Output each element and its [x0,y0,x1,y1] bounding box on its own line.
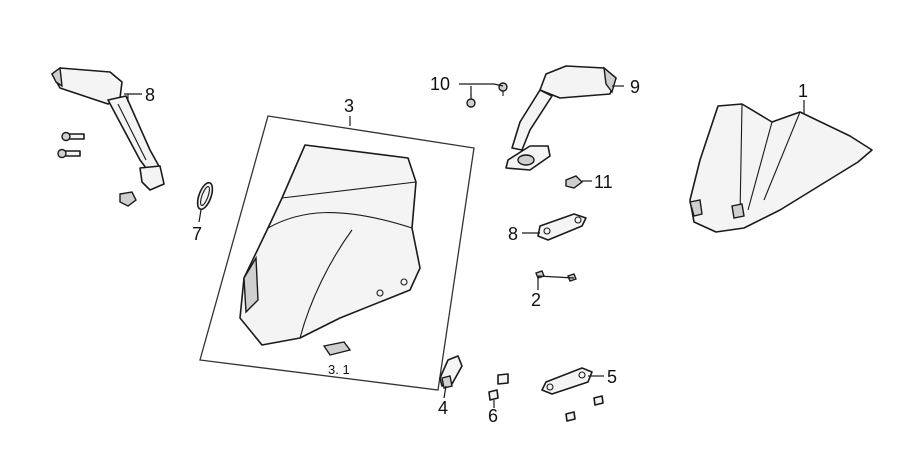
callout-1: 1 [798,81,808,101]
callout-7: 7 [192,224,202,244]
leader-lines [124,83,805,408]
grommets-6 [488,373,509,401]
callout-8-right: 8 [508,224,518,244]
left-mirror-nut [119,191,137,207]
left-mirror [51,66,165,191]
windscreen [239,144,421,346]
right-mirror-screws [466,82,508,108]
front-cowl [689,103,873,233]
callout-3-1: 3. 1 [328,362,350,377]
callout-3: 3 [344,96,354,116]
bracket-4 [439,355,463,389]
left-mirror-bolts [57,131,85,159]
nuts-5 [565,395,604,422]
callout-11: 11 [594,172,613,192]
callout-2: 2 [531,290,541,310]
callout-10: 10 [430,74,450,94]
callout-8-left: 8 [145,85,155,105]
mirror-nut-11 [565,175,584,189]
windscreen-clip [322,341,352,356]
callout-5: 5 [607,367,617,387]
callout-4: 4 [438,398,448,418]
mirror-base-plate [537,213,587,241]
callout-6: 6 [488,406,498,426]
mirror-washer-ring [196,181,214,211]
windscreen-assembly-frame [199,115,475,391]
callout-9: 9 [630,77,640,97]
callout-labels: 8 7 3 3. 1 10 9 1 11 8 2 4 6 5 [145,74,808,426]
right-mirror [505,65,617,171]
bracket-plate-5 [541,367,593,395]
